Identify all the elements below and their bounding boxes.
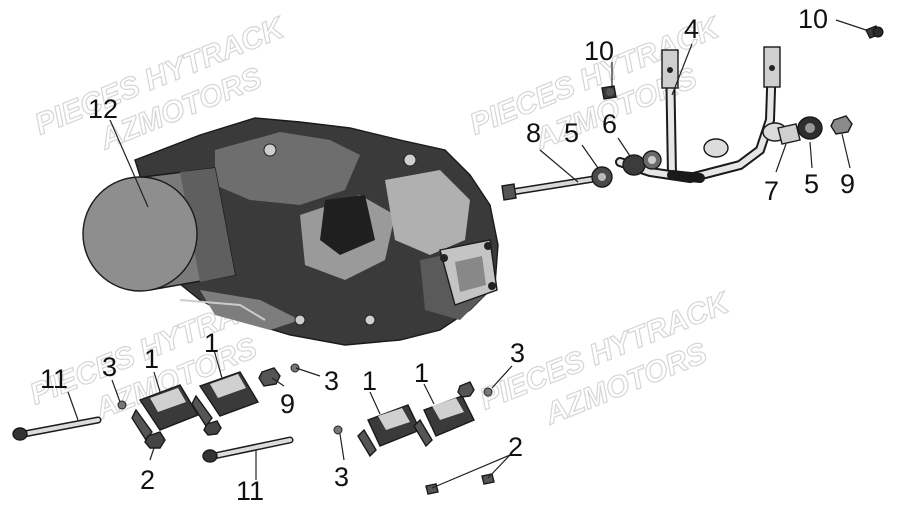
long-bolt-part [501, 174, 604, 201]
bolt-part [601, 85, 617, 100]
nut-part [203, 420, 222, 436]
callout-3: 3 [510, 338, 525, 368]
callout-9: 9 [840, 169, 855, 199]
nut-part [457, 381, 475, 398]
callout-8: 8 [526, 118, 541, 148]
nut-part [258, 367, 281, 387]
callout-5: 5 [804, 169, 819, 199]
callout-7: 7 [764, 176, 779, 206]
callout-1: 1 [144, 344, 159, 374]
rubber-bushing-part [622, 150, 662, 176]
callout-3: 3 [102, 352, 117, 382]
engine-mount-part [357, 404, 421, 458]
long-bolt-part [202, 436, 294, 463]
cover-cylinder-part [82, 167, 236, 292]
callout-2: 2 [508, 432, 523, 462]
nut-part [144, 431, 166, 449]
spacer-ring-part [591, 166, 613, 188]
bolt-part [865, 25, 884, 39]
bracket-tube-part [615, 46, 788, 184]
spacer-ring-part [797, 116, 823, 140]
nut-part [830, 115, 853, 135]
callout-labels: 12 10 4 10 8 5 6 7 5 9 11 3 1 1 9 3 1 1 … [40, 4, 855, 506]
engine-mount-part [131, 384, 200, 442]
callout-11: 11 [40, 364, 68, 394]
callout-1: 1 [204, 328, 219, 358]
callout-5: 5 [564, 118, 579, 148]
sleeve-part [777, 123, 801, 145]
callout-2: 2 [140, 465, 155, 495]
callout-3: 3 [334, 462, 349, 492]
callout-11: 11 [236, 476, 264, 506]
callout-1: 1 [414, 358, 429, 388]
callout-1: 1 [362, 366, 377, 396]
callout-10: 10 [584, 36, 614, 66]
leader-lines [67, 19, 867, 489]
callout-4: 4 [684, 14, 699, 44]
callout-12: 12 [88, 94, 118, 124]
callout-3: 3 [324, 366, 339, 396]
engine-mount-part [191, 371, 260, 428]
small-bolt-part [425, 473, 495, 495]
engine-mount-part [413, 395, 475, 448]
washer-part [117, 363, 493, 435]
long-bolt-part [12, 416, 102, 441]
callout-9: 9 [280, 389, 295, 419]
callout-10: 10 [798, 4, 828, 34]
engine-assembly [134, 117, 499, 346]
callout-6: 6 [602, 109, 617, 139]
